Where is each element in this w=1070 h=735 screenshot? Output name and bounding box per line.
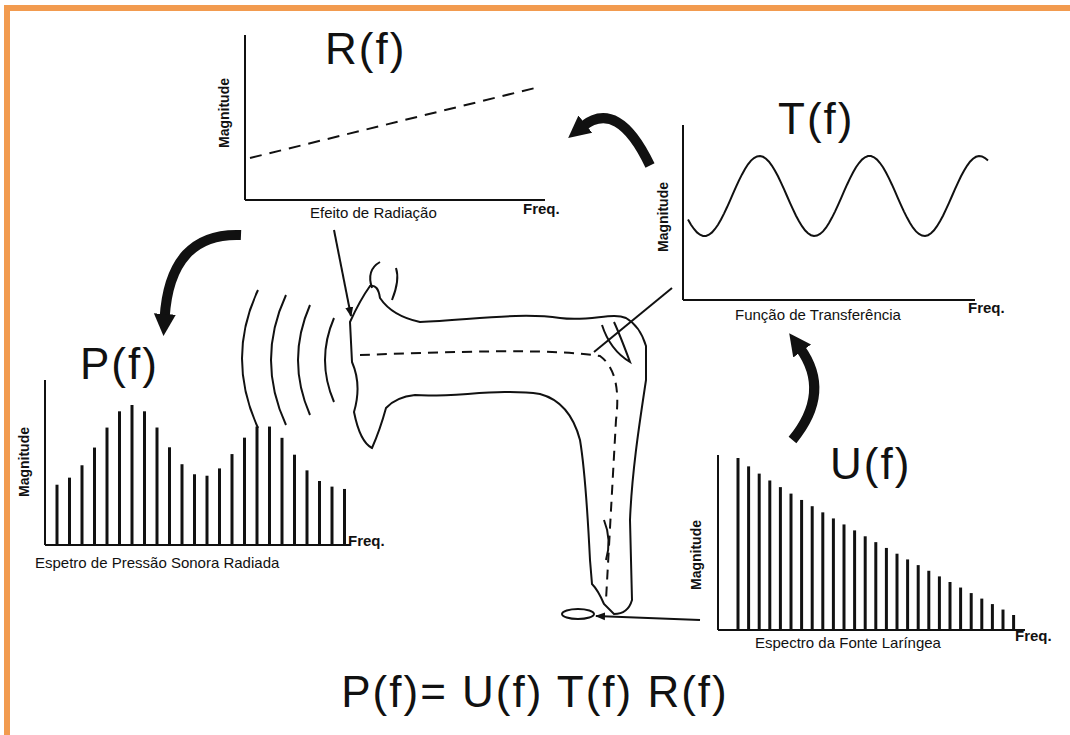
axis-label: Magnitude [217,78,232,148]
axis-line [717,455,719,630]
harmonic-bar [768,480,771,630]
spectrum-bar [318,481,321,545]
harmonic-bar [832,518,835,630]
harmonic-bar [843,524,846,630]
plot-caption: Espectro da Fonte Laríngea [755,635,941,652]
spectrum-bar [168,447,171,545]
spectrum-bar [218,468,221,545]
axis-line [682,125,684,300]
axis-label: Magnitude [689,520,704,590]
harmonic-bar [885,548,888,630]
axis-line [244,35,246,200]
harmonic-bar [811,506,814,630]
harmonic-bar [737,458,740,630]
harmonic-bar [938,576,941,630]
spectrum-bar [268,427,271,545]
spectrum-bar [93,448,96,545]
spectrum-bar [306,470,309,545]
spectrum-bar [81,465,84,545]
axis-line [245,199,545,201]
spectrum-bar [131,405,134,545]
harmonic-bar [1002,610,1005,630]
harmonic-bar [758,474,761,630]
harmonic-bar [800,500,803,630]
harmonic-bar [906,559,909,630]
harmonic-bar [991,604,994,630]
axis-line [44,380,46,545]
harmonic-bar [970,593,973,630]
axis-line [718,629,1025,631]
harmonic-bar [864,536,867,630]
spectrum-bar [331,487,334,545]
harmonic-bar [790,494,793,630]
axis-unit: Freq. [968,300,1005,317]
leader-line [594,288,672,352]
spectrum-bar [293,455,296,545]
flow-arrow [582,118,650,165]
spectrum-bar [68,478,71,545]
spectrum-bar [231,454,234,545]
harmonic-bar [853,530,856,630]
spectrum-bar [193,474,196,545]
harmonic-bar [1012,615,1015,630]
spectrum-bar [56,485,59,545]
plot-caption: Espetro de Pressão Sonora Radiada [35,555,279,572]
plot-title: U(f) [830,440,911,488]
equation: P(f)= U(f) T(f) R(f) [0,668,1070,716]
axis-unit: Freq. [1015,628,1052,645]
spectrum-panel: T(f) MagnitudeFunção de Transferência Freq… [650,95,1030,330]
radiation-curve [250,88,535,158]
vocal-tract [350,286,646,614]
tract-centerline [360,351,617,600]
leader-line [334,230,351,316]
spectrum-bar [256,427,259,545]
larynx [562,609,594,619]
spectrum-bar [243,438,246,545]
axis-unit: Freq. [523,201,560,218]
spectrum-bar [143,411,146,545]
harmonic-bar [959,588,962,630]
spectrum-panel: P(f) MagnitudeEspetro de Pressão Sonora R… [15,340,405,590]
plot-graphic [15,340,405,590]
harmonic-bar [949,582,952,630]
spectrum-bar [206,476,209,545]
spectrum-bar [106,428,109,545]
plot-caption: Função de Transferência [735,307,901,324]
axis-label: Magnitude [17,427,32,497]
axis-unit: Freq. [348,533,385,550]
harmonic-bar [821,512,824,630]
leader-line [596,616,700,620]
harmonic-bar [980,599,983,630]
harmonic-bar [779,487,782,630]
sound-waves [242,290,334,428]
harmonic-bar [747,466,750,630]
spectrum-bar [343,489,346,545]
spectrum-bar [181,464,184,545]
plot-title: T(f) [778,95,854,143]
flow-arrow [793,348,815,440]
axis-line [683,299,975,301]
spectrum-panel: U(f) MagnitudeEspectro da Fonte Laríngea F… [670,440,1065,670]
harmonic-bar [896,554,899,630]
spectrum-bar [156,428,159,545]
harmonic-bar [874,542,877,630]
spectrum-panel: R(f) MagnitudeEfeito de Radiação Freq. [205,25,565,235]
harmonic-bar [917,565,920,630]
plot-title: P(f) [80,340,159,388]
axis-label: Magnitude [656,182,671,252]
axis-line [45,544,350,546]
plot-caption: Efeito de Radiação [310,205,437,222]
flow-arrow [165,235,241,318]
plot-title: R(f) [325,25,406,73]
spectrum-bar [281,438,284,545]
harmonic-bar [927,571,930,630]
spectrum-bar [118,411,121,545]
lip-detail [370,262,397,300]
transfer-curve [688,156,988,236]
